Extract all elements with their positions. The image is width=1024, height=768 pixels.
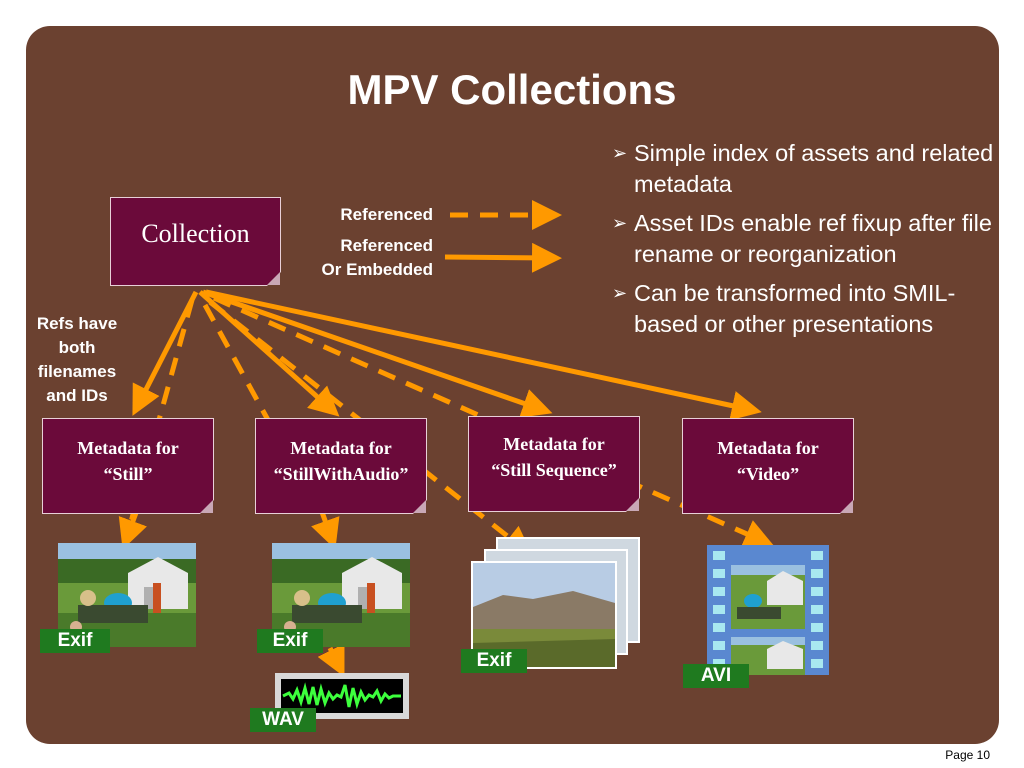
- refs-note-line: both: [58, 338, 96, 357]
- metadata-title: Metadata for: [290, 438, 392, 458]
- metadata-type: “Still”: [103, 464, 153, 484]
- audio-waveform: [275, 673, 409, 719]
- slide-title: MPV Collections: [347, 66, 677, 113]
- filmstrip-icon: [707, 545, 829, 675]
- page-fold-shade: [200, 500, 213, 513]
- bullet-marker-icon: ➢: [612, 283, 628, 303]
- refs-note-line: filenames: [37, 362, 117, 381]
- metadata-title: Metadata for: [77, 438, 179, 458]
- metadata-box-video: Metadata for “Video”: [682, 418, 854, 514]
- metadata-box-still: Metadata for “Still”: [42, 418, 214, 514]
- collection-box: Collection: [110, 197, 281, 286]
- page-fold-shade: [267, 272, 280, 285]
- bullet-item: ➢ Simple index of assets and related meta…: [612, 138, 1002, 200]
- bullet-marker-icon: ➢: [612, 213, 628, 233]
- metadata-box-stillwithaudio: Metadata for “StillWithAudio”: [255, 418, 427, 514]
- metadata-title: Metadata for: [503, 434, 605, 454]
- refs-note-line: and IDs: [46, 386, 108, 405]
- still-photo: [58, 543, 196, 647]
- legend-referenced-label: Referenced: [340, 205, 433, 224]
- legend-line1: Referenced: [340, 236, 433, 255]
- page-number: Page 10: [945, 748, 990, 762]
- legend-line2: Or Embedded: [321, 260, 433, 279]
- dashed-meta-still-image: [118, 509, 147, 550]
- bullet-text: Can be transformed into SMIL-based or ot…: [634, 280, 956, 337]
- metadata-type: “Still Sequence”: [491, 460, 617, 480]
- wav-tag: WAV: [250, 708, 316, 732]
- arrow-collection-still: [132, 290, 199, 416]
- waveform-icon: [281, 679, 403, 713]
- dashed-meta-audio-image: [311, 511, 340, 550]
- farm-scene-image: [58, 543, 196, 647]
- bullet-item: ➢ Asset IDs enable ref fixup after file r…: [612, 208, 1002, 270]
- collection-label: Collection: [141, 219, 250, 248]
- exif-tag: Exif: [40, 629, 110, 653]
- metadata-title: Metadata for: [717, 438, 819, 458]
- exif-tag: Exif: [257, 629, 323, 653]
- refs-note-line: Refs have: [36, 314, 118, 333]
- metadata-type: “Video”: [736, 464, 800, 484]
- arrow-audio-image-wav: [317, 643, 345, 677]
- page-fold-shade: [626, 498, 639, 511]
- video-filmstrip: [707, 545, 829, 675]
- arrow-collection-video: [205, 289, 762, 421]
- page-fold-shade: [840, 500, 853, 513]
- bullet-text: Asset IDs enable ref fixup after file re…: [634, 210, 992, 267]
- dashed-collection-audio-image: [202, 303, 271, 422]
- bullet-item: ➢ Can be transformed into SMIL-based or o…: [612, 278, 1002, 340]
- sequence-frame-front: [471, 561, 617, 669]
- metadata-type: “StillWithAudio”: [273, 464, 409, 484]
- avi-tag: AVI: [683, 664, 749, 688]
- bullet-text: Simple index of assets and related metad…: [634, 140, 994, 197]
- bullet-marker-icon: ➢: [612, 143, 628, 163]
- legend-referenced-or-embedded-label: Referenced Or Embedded: [290, 234, 433, 282]
- exif-tag: Exif: [461, 649, 527, 673]
- page-fold-shade: [413, 500, 426, 513]
- legend-solid-arrow: [444, 242, 562, 273]
- arrow-collection-stillsequence: [202, 289, 553, 418]
- refs-note: Refs have both filenames and IDs: [22, 312, 132, 408]
- metadata-box-still-sequence: Metadata for “Still Sequence”: [468, 416, 640, 512]
- bullet-list: ➢ Simple index of assets and related meta…: [612, 138, 1002, 348]
